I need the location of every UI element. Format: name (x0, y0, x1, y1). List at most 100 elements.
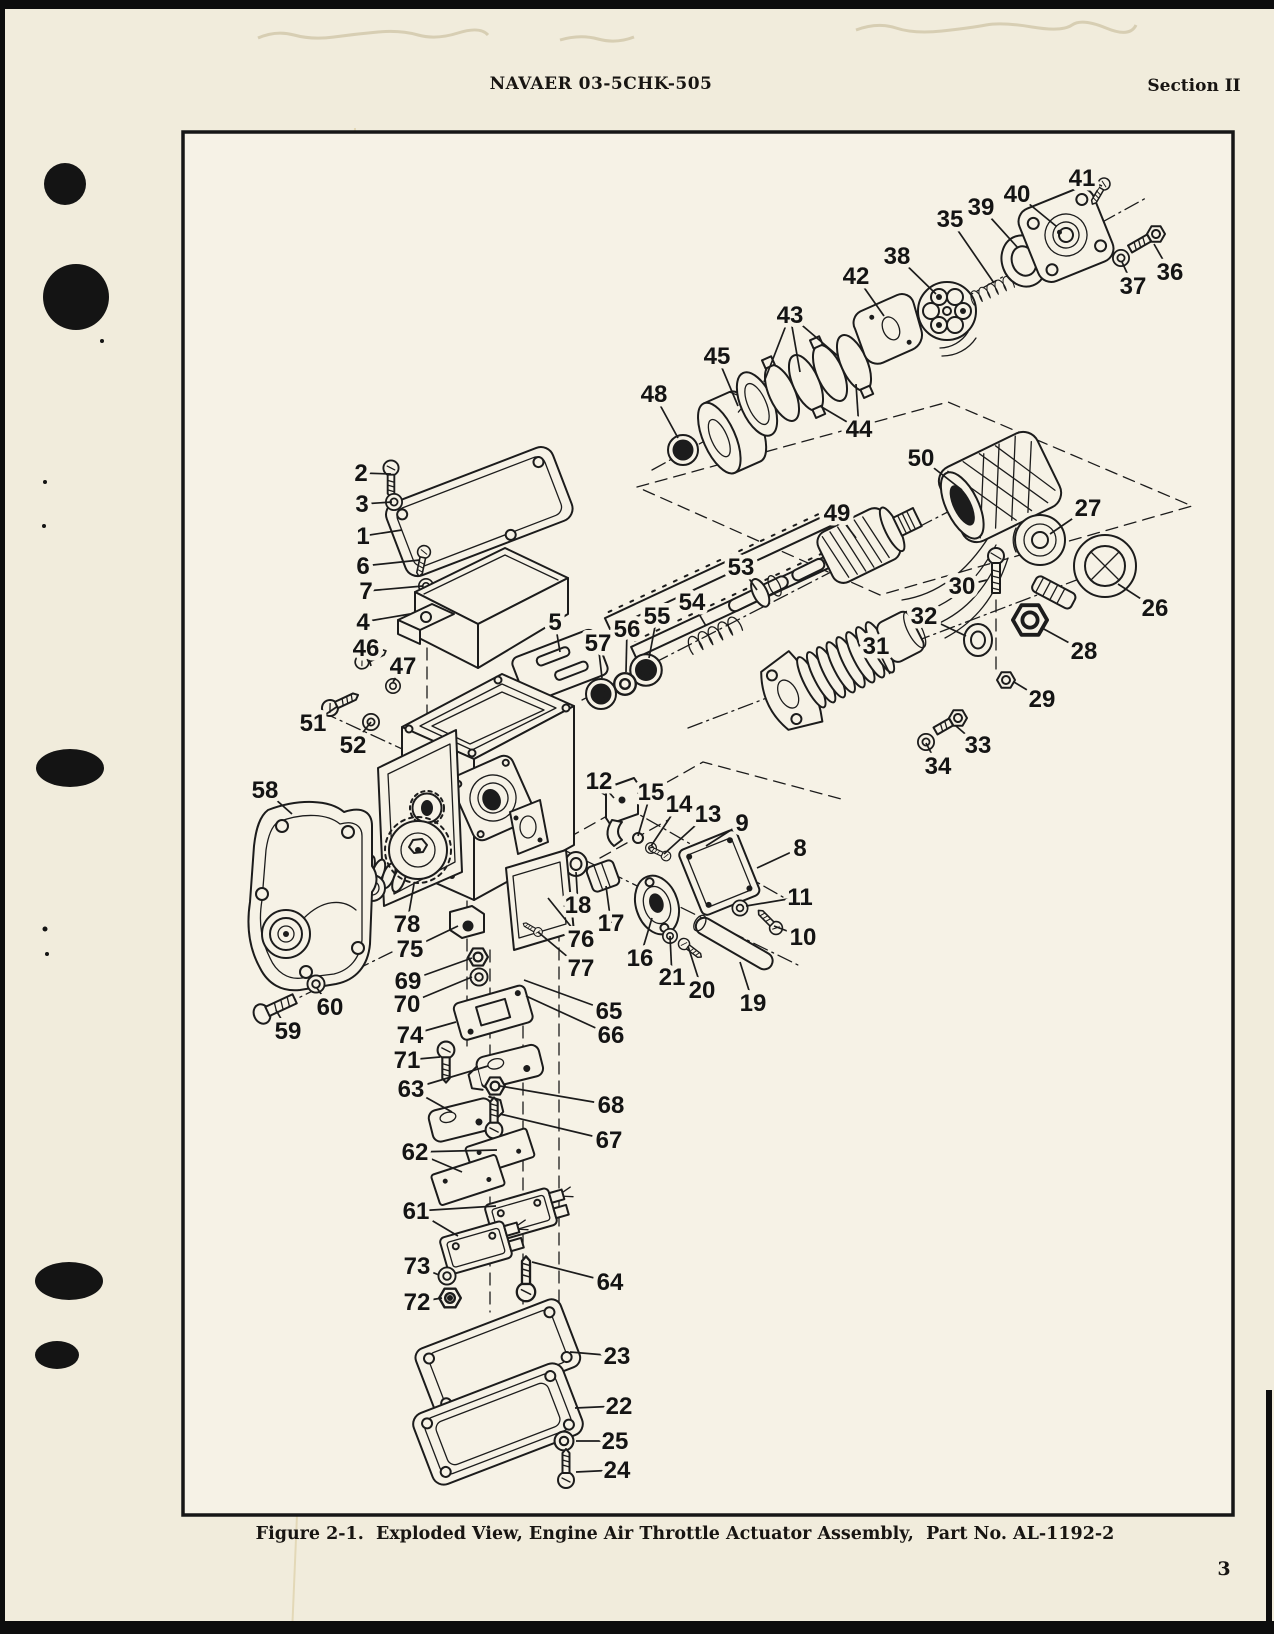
callout-leader-22 (574, 1405, 620, 1409)
part-5-plate (511, 628, 609, 704)
callout-label-53: 53 (728, 554, 755, 581)
part-69-nut (467, 947, 489, 967)
callout-label-39: 39 (968, 194, 995, 221)
callout-label-6: 6 (356, 553, 369, 580)
callout-label-34: 34 (925, 753, 952, 780)
part-4-module (397, 547, 569, 669)
callout-leader-35 (949, 218, 995, 284)
callout-label-41: 41 (1069, 165, 1096, 192)
callout-label-74: 74 (397, 1022, 424, 1049)
callout-label-30: 30 (949, 573, 976, 600)
callout-label-31: 31 (863, 633, 890, 660)
callout-label-32: 32 (911, 603, 938, 630)
callout-leader-37 (1121, 261, 1134, 287)
part-12-bracket (605, 777, 639, 847)
callout-leader-9 (705, 822, 743, 847)
part-34-washer (917, 733, 935, 751)
callout-leader-13 (663, 813, 709, 855)
callout-label-8: 8 (793, 835, 806, 862)
callout-leader-53 (740, 566, 758, 591)
callout-label-11: 11 (787, 884, 812, 911)
callout-leader-56 (625, 628, 628, 673)
callout-label-7: 7 (359, 578, 372, 605)
callout-leader-8 (756, 847, 801, 869)
callout-leader-62 (414, 1151, 463, 1173)
part-33-bolt (932, 709, 969, 736)
callout-label-43: 43 (777, 302, 804, 329)
part-26-rod-end (1031, 534, 1137, 610)
callout-leader-51 (312, 705, 339, 724)
callout-leader-33 (955, 725, 979, 746)
callout-leader-55 (648, 615, 658, 659)
callout-leader-70 (406, 976, 473, 1005)
part-57-bearing (585, 678, 617, 710)
part-48-bearing (667, 434, 699, 466)
callout-leader-11 (745, 896, 801, 907)
callout-label-69: 69 (395, 968, 422, 995)
callout-label-15: 15 (638, 779, 665, 806)
callout-label-25: 25 (602, 1428, 629, 1455)
callout-leader-12 (598, 780, 615, 799)
callout-label-60: 60 (317, 994, 344, 1021)
callout-label-20: 20 (689, 977, 716, 1004)
callout-label-58: 58 (252, 777, 279, 804)
part-40-flange (1017, 187, 1115, 283)
callout-leader-69 (407, 957, 473, 982)
callout-leader-44 (819, 405, 860, 430)
part-60-washer (306, 974, 326, 994)
callout-leader-74 (409, 1021, 457, 1036)
callout-label-63: 63 (398, 1076, 425, 1103)
part-29-nut (996, 671, 1016, 689)
callout-label-78: 78 (394, 911, 421, 938)
callout-label-76: 76 (568, 926, 595, 953)
callout-leader-57 (597, 642, 603, 679)
callout-leader-4 (362, 613, 411, 623)
part-70-washer (469, 967, 489, 987)
part-22-cover (412, 1362, 584, 1486)
part-19-tube (693, 914, 774, 971)
callout-leader-43 (763, 314, 791, 383)
callout-leader-2 (360, 472, 392, 475)
callout-label-51: 51 (300, 710, 327, 737)
callout-leader-47 (392, 665, 404, 683)
callout-leader-24 (575, 1469, 618, 1473)
part-50-stator (901, 430, 1063, 639)
callout-leader-48 (653, 393, 679, 439)
callout-leader-29 (1013, 681, 1043, 700)
page-number: 3 (1217, 1558, 1231, 1580)
callout-label-54: 54 (679, 589, 706, 616)
callout-label-77: 77 (568, 955, 595, 982)
callout-leader-75 (409, 925, 459, 950)
callout-label-45: 45 (704, 343, 731, 370)
callout-leader-63 (410, 1088, 453, 1113)
part-59-bolt (252, 993, 298, 1025)
callout-label-26: 26 (1142, 595, 1169, 622)
callout-leader-46 (365, 647, 372, 667)
callout-leader-16 (639, 917, 653, 959)
callout-label-28: 28 (1071, 638, 1098, 665)
callout-leader-66 (525, 995, 612, 1036)
callout-leader-60 (316, 987, 331, 1008)
callout-leader-50 (920, 457, 963, 491)
part-75-bracket (449, 905, 485, 939)
callout-label-57: 57 (585, 630, 612, 657)
callout-leader-26 (1117, 583, 1156, 609)
part-15-ball (632, 832, 644, 844)
callout-leader-23 (569, 1351, 618, 1357)
callout-label-9: 9 (735, 810, 748, 837)
callout-leader-71 (406, 1056, 441, 1061)
callout-label-66: 66 (598, 1022, 625, 1049)
part-73-washer (437, 1266, 457, 1286)
callout-label-23: 23 (604, 1343, 631, 1370)
part-42-plate (852, 293, 923, 365)
callout-label-71: 71 (394, 1047, 421, 1074)
callout-label-12: 12 (586, 768, 613, 795)
callout-label-52: 52 (340, 732, 367, 759)
part-43-44-clutch-stack (735, 334, 875, 437)
callout-leader-20 (687, 945, 703, 991)
callout-label-65: 65 (596, 998, 623, 1025)
part-62-shims (430, 1127, 536, 1206)
callout-label-49: 49 (824, 500, 851, 527)
part-31-bellows (760, 610, 927, 731)
